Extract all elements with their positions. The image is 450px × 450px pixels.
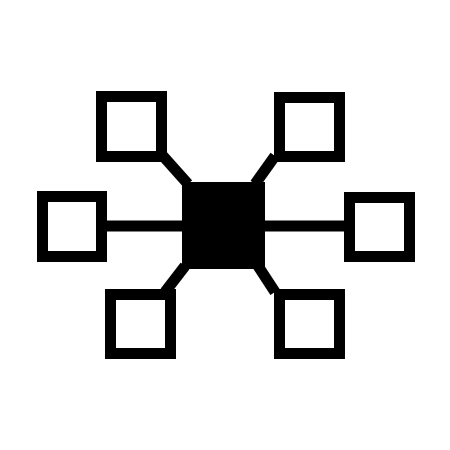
connectors [103,152,348,296]
connector-bottom-left [160,262,190,296]
node-left [37,191,107,262]
connector-top-left [158,152,193,188]
outer-nodes [37,91,415,359]
node-top-right [274,92,345,162]
node-right [344,192,415,262]
connector-top-right [250,152,280,188]
connector-bottom-right [253,262,280,296]
node-top-left [96,91,167,162]
node-bottom-left [105,289,176,359]
node-bottom-right [274,289,345,359]
hub-node [182,182,265,269]
